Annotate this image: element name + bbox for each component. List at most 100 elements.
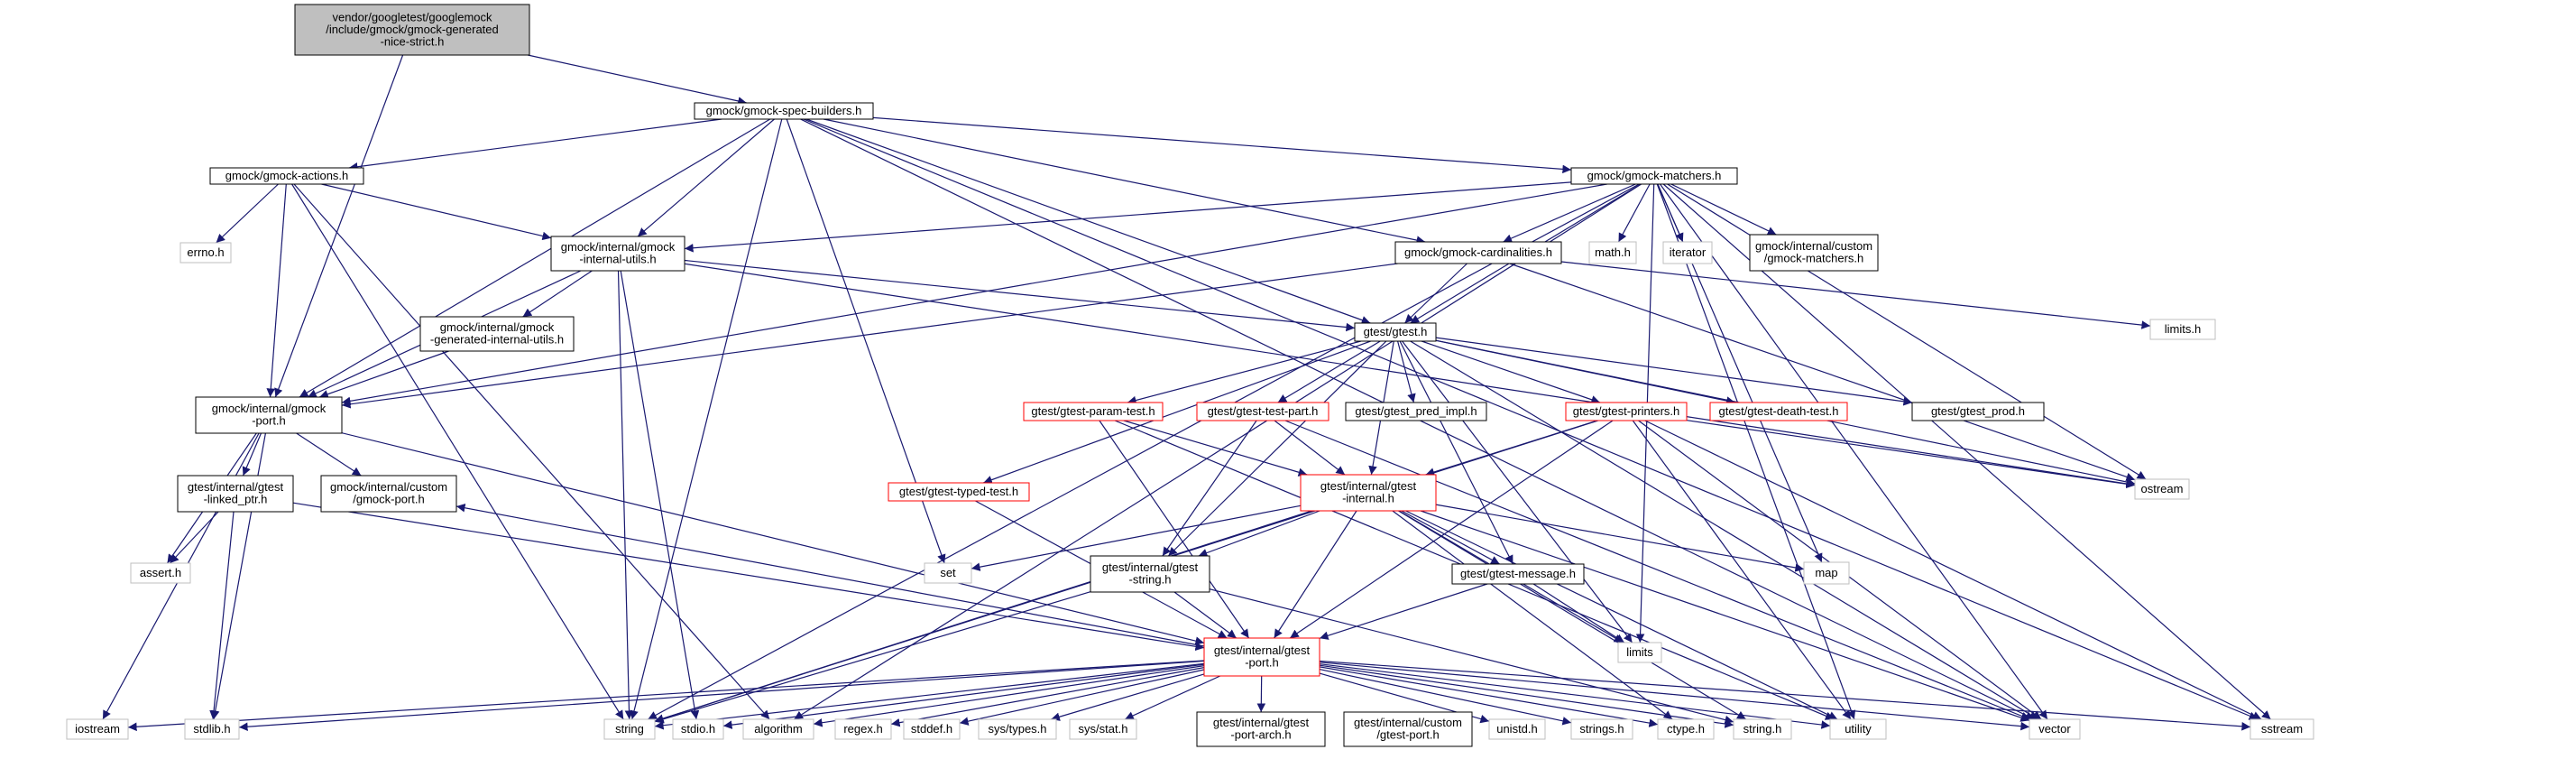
node-root-box: [294, 4, 530, 56]
node-spec[interactable]: gmock/gmock-spec-builders.h: [694, 102, 874, 120]
edge-gtest-to-printers: [1421, 340, 1601, 404]
node-matchers-box: [1570, 167, 1738, 185]
edge-actions-to-algorithm: [293, 183, 770, 720]
header-nodes: vendor/googletest/googlemock/include/gmo…: [66, 4, 2314, 747]
node-message[interactable]: gtest/gtest-message.h: [1451, 563, 1585, 585]
node-portarch[interactable]: gtest/internal/gtest-port-arch.h: [1196, 711, 1326, 747]
node-set-box: [924, 562, 972, 584]
edge-testpart-to-vector: [1284, 420, 2030, 720]
edge-gtport-to-systypes: [1051, 673, 1205, 721]
node-actions-label-line: gmock/gmock-actions.h: [225, 169, 349, 182]
node-cgport-label-line: gmock/internal/custom: [330, 480, 447, 494]
edge-printers-to-gtport: [1289, 420, 1614, 639]
node-algorithm-label-line: algorithm: [754, 722, 802, 736]
node-spec-label-line: gmock/gmock-spec-builders.h: [706, 104, 862, 117]
node-assert: assert.h: [130, 562, 191, 584]
edge-ginternal-to-utility: [1405, 510, 1838, 720]
node-predimpl[interactable]: gtest/gtest_pred_impl.h: [1345, 402, 1487, 421]
node-root[interactable]: vendor/googletest/googlemock/include/gmo…: [294, 4, 530, 56]
edge-param-to-ginternal: [1123, 420, 1308, 477]
node-vector-label-line: vector: [2038, 722, 2071, 736]
node-cgtport[interactable]: gtest/internal/custom/gtest-port.h: [1343, 711, 1473, 747]
node-gstring-label-line: gtest/internal/gtest: [1102, 560, 1199, 574]
node-cmatchers[interactable]: gmock/internal/custom/gmock-matchers.h: [1749, 234, 1879, 272]
edge-gtest-to-testpart: [1277, 340, 1381, 403]
node-math: math.h: [1588, 241, 1637, 264]
node-ginternal[interactable]: gtest/internal/gtest-internal.h: [1300, 474, 1437, 512]
node-stdlib-box: [184, 718, 240, 740]
node-limits: limits: [1617, 642, 1662, 663]
edge-gport-to-stdlib: [210, 432, 266, 720]
node-linked[interactable]: gtest/internal/gtest-linked_ptr.h: [177, 475, 294, 513]
node-matchers[interactable]: gmock/gmock-matchers.h: [1570, 167, 1738, 185]
node-geniu[interactable]: gmock/internal/gmock-generated-internal-…: [419, 316, 575, 352]
node-assert-label-line: assert.h: [140, 566, 181, 579]
node-iostream-label-line: iostream: [75, 722, 120, 736]
node-math-label-line: math.h: [1595, 245, 1631, 259]
node-gtport-label-line: gtest/internal/gtest: [1214, 643, 1311, 657]
node-typed-box: [888, 482, 1030, 502]
node-iutils-label-line: -internal-utils.h: [579, 253, 656, 266]
node-algorithm-box: [742, 718, 814, 740]
node-ginternal-box: [1300, 474, 1437, 512]
node-param[interactable]: gtest/gtest-param-test.h: [1023, 402, 1164, 421]
node-limits_h-label-line: limits.h: [2165, 322, 2201, 336]
node-regex-label-line: regex.h: [843, 722, 882, 736]
node-actions-box: [209, 167, 364, 185]
node-stdlib: stdlib.h: [184, 718, 240, 740]
edge-gtport-to-utility: [1319, 663, 1831, 729]
node-limits_h-box: [2149, 319, 2216, 340]
node-errno-box: [179, 242, 232, 264]
edge-iutils-to-gtest: [684, 259, 1356, 332]
node-systypes: sys/types.h: [978, 718, 1057, 740]
edge-root-to-gport: [274, 54, 404, 398]
node-regex-box: [834, 718, 892, 740]
node-gtport-box: [1203, 637, 1320, 677]
node-ostream-label-line: ostream: [2141, 482, 2184, 495]
node-cgtport-box: [1343, 711, 1473, 747]
edge-spec-to-gtest: [805, 118, 1371, 325]
node-typed[interactable]: gtest/gtest-typed-test.h: [888, 482, 1030, 502]
node-gtest[interactable]: gtest/gtest.h: [1354, 322, 1437, 342]
node-limits-box: [1617, 642, 1662, 663]
edge-gtest-to-param: [1127, 340, 1362, 405]
edge-linked-to-gtport: [292, 502, 1205, 652]
edge-gtport-to-sysstat: [1124, 675, 1221, 720]
node-linked-box: [177, 475, 294, 513]
edge-message-to-limits: [1532, 583, 1625, 643]
edge-ginternal-to-set: [971, 504, 1302, 571]
node-printers[interactable]: gtest/gtest-printers.h: [1565, 402, 1688, 421]
node-iutils[interactable]: gmock/internal/gmock-internal-utils.h: [550, 236, 685, 272]
node-card[interactable]: gmock/gmock-cardinalities.h: [1394, 241, 1562, 264]
node-cgport-label-line: /gmock-port.h: [353, 493, 424, 506]
node-prod[interactable]: gtest/gtest_prod.h: [1911, 402, 2045, 421]
node-regex: regex.h: [834, 718, 892, 740]
node-assert-box: [130, 562, 191, 584]
node-death[interactable]: gtest/gtest-death-test.h: [1709, 402, 1848, 421]
node-gstring[interactable]: gtest/internal/gtest-string.h: [1090, 555, 1210, 593]
edge-matchers-to-vector: [1660, 183, 2048, 720]
edge-testpart-to-gstring: [1162, 420, 1257, 557]
node-gport[interactable]: gmock/internal/gmock-port.h: [195, 396, 343, 434]
edge-iutils-to-string: [617, 270, 634, 720]
node-string_h-box: [1733, 718, 1792, 740]
node-cgport[interactable]: gmock/internal/custom/gmock-port.h: [320, 475, 457, 513]
edge-matchers-to-map: [1657, 183, 1823, 563]
edge-actions-to-iutils: [321, 183, 552, 241]
node-stddef: stddef.h: [903, 718, 961, 740]
edge-matchers-to-cmatchers: [1670, 183, 1777, 236]
node-algorithm: algorithm: [742, 718, 814, 740]
node-gtport[interactable]: gtest/internal/gtest-port.h: [1203, 637, 1320, 677]
node-testpart[interactable]: gtest/gtest-test-part.h: [1196, 402, 1329, 421]
node-actions[interactable]: gmock/gmock-actions.h: [209, 167, 364, 185]
node-unistd-label-line: unistd.h: [1496, 722, 1538, 736]
node-root-label-line: vendor/googletest/googlemock: [332, 10, 492, 23]
edge-iutils-to-stdio: [620, 270, 700, 720]
edge-matchers-to-iutils: [684, 181, 1572, 253]
node-map-label-line: map: [1815, 566, 1837, 579]
edge-gtest-to-limits: [1402, 340, 1633, 643]
edge-printers-to-ostream: [1686, 420, 2136, 489]
node-geniu-label-line: gmock/internal/gmock: [440, 320, 555, 334]
node-sysstat: sys/stat.h: [1069, 718, 1137, 740]
node-portarch-label-line: -port-arch.h: [1230, 728, 1291, 742]
